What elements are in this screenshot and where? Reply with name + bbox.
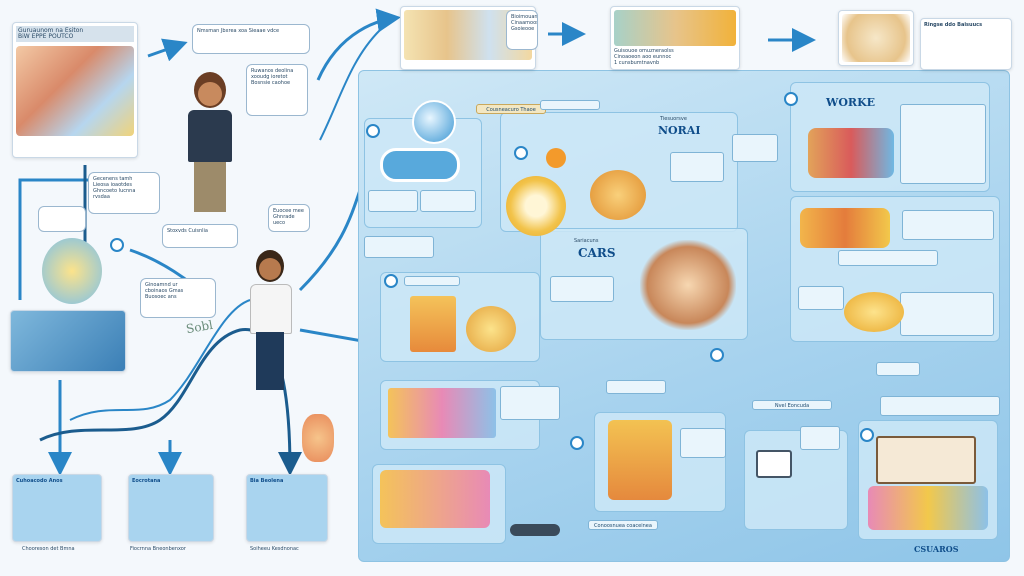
title-noral: NORAI [658, 124, 701, 137]
top-left-card: Guruaunom na Esiton BiW EPPE POUTCO [12, 22, 138, 158]
text-block-1 [368, 190, 418, 212]
orange-illustration [546, 148, 566, 168]
top-card-right-text: Ringse ddo Baisuucs [920, 18, 1012, 70]
person2-legs [256, 332, 284, 390]
person-body [188, 110, 232, 162]
food-tiles-1 [410, 296, 456, 352]
speech-bubble-2: Ruwanos deolina xooudg ioretot Bosnsie c… [246, 64, 308, 116]
gear-icon [366, 124, 380, 138]
speech-bubble-6: Euocee mee Ghnrade ueco [268, 204, 310, 232]
tablet-illustration [756, 450, 792, 478]
text-block-16 [404, 276, 460, 286]
bottom-card-1: Cuhoacodo Anos [12, 474, 102, 542]
top-left-card-title: Guruaunom na Esiton BiW EPPE POUTCO [16, 26, 134, 42]
gear-icon [784, 92, 798, 106]
globe-illustration [412, 100, 456, 144]
bottom-card-3: Bia Beolena [246, 474, 328, 542]
top-right-card-text: Guisouoe omuzneraolss Cinoaoeon aoo eunn… [614, 48, 674, 66]
text-block-2 [420, 190, 476, 212]
food-tiles-3 [388, 388, 496, 438]
text-block-3 [364, 236, 434, 258]
text-block-7 [550, 276, 614, 302]
bottom-caption-2: Fiocrnna Bneonbenxor [130, 546, 186, 552]
bottom-card-2: Eocrotana [128, 474, 214, 542]
figures-illustration [868, 486, 988, 530]
food-tiles-4 [608, 420, 672, 500]
person2-body [250, 284, 292, 334]
person-face [198, 82, 222, 106]
food-tiles-5 [380, 470, 490, 528]
gear-icon [384, 274, 398, 288]
speech-bubble-7: Bioimouanaoes Cinaamoosaibe Gsoieooe [506, 10, 538, 50]
title-cars: CARS [578, 246, 616, 260]
food-tiles-2 [466, 306, 516, 352]
crowd-illustration [16, 46, 134, 136]
text-block-14 [606, 380, 666, 394]
text-block-15 [800, 426, 840, 450]
food-plate-illustration [640, 240, 736, 330]
scale-illustration [614, 10, 736, 46]
speech-bubble-1: Nmsman Jbxrea xoa Sieaae vdce [192, 24, 310, 54]
food-illustration-2 [590, 170, 646, 220]
gear-icon [710, 348, 724, 362]
bottom-card-3-title: Bia Beolena [250, 478, 284, 484]
text-block-4 [540, 100, 600, 110]
person-glasses [176, 70, 246, 220]
dish-illustration [844, 292, 904, 332]
drawing-board-illustration [876, 436, 976, 484]
label-bottom: Conoosnuea coaceinea [588, 520, 658, 530]
subpanel-left-mid [380, 272, 540, 362]
label-waste: Cousneacuro Thaoe [476, 104, 546, 114]
left-map-card [10, 310, 126, 372]
left-cake-illustration [42, 238, 102, 304]
ganesh-illustration [302, 414, 334, 462]
bottom-card-2-title: Eocrotana [132, 478, 161, 484]
text-block-18 [876, 362, 920, 376]
cars-sub: Sariacuns [574, 238, 599, 244]
footer-right-label: CSUAROS [914, 544, 959, 554]
person-white-shirt [244, 250, 300, 400]
speech-bubble-4: Stoxvds Cuisnlia [162, 224, 238, 248]
bottom-caption-1: Chooreson det Bmna [22, 546, 75, 552]
speech-bubble-5: Ginoamnd ur cboinaos Gmas Buosoec ans [140, 278, 216, 318]
text-block-13 [500, 386, 560, 420]
label-nvel: Nvel Eoncuda [752, 400, 832, 410]
text-block-5 [732, 134, 778, 162]
text-block-11 [798, 286, 844, 310]
person-legs [194, 162, 226, 212]
text-block-8 [900, 104, 986, 184]
gear-icon [110, 238, 124, 252]
gear-icon [514, 146, 528, 160]
title-worke: WORKE [826, 96, 876, 109]
toys-illustration-2 [808, 128, 894, 178]
text-block-10 [900, 292, 994, 336]
text-block-6 [670, 152, 724, 182]
sheep-illustration [842, 14, 910, 62]
toys-illustration-1 [800, 208, 890, 248]
food-illustration-1 [506, 176, 566, 236]
text-block-19 [838, 250, 938, 266]
speech-bubble-3: Gecenens tamh Lieosa ioaotdes Ghncoeto l… [88, 172, 160, 214]
text-block-12 [680, 428, 726, 458]
top-card-sheep [838, 10, 914, 66]
text-block-9 [902, 210, 994, 240]
bottom-caption-3: Soiheeu Kesdnonac [250, 546, 299, 552]
train-illustration [510, 524, 560, 536]
person2-face [259, 258, 281, 280]
title-noral-sub: Tiesuorsve [660, 116, 687, 122]
goggles-illustration [380, 148, 460, 182]
text-block-17 [880, 396, 1000, 416]
top-card-scale: Guisouoe omuzneraolss Cinoaoeon aoo eunn… [610, 6, 740, 70]
speech-bubble-8 [38, 206, 86, 232]
gear-icon [860, 428, 874, 442]
bottom-card-1-title: Cuhoacodo Anos [16, 478, 63, 484]
gear-icon [570, 436, 584, 450]
top-right-2-text: Ringse ddo Baisuucs [924, 22, 983, 28]
